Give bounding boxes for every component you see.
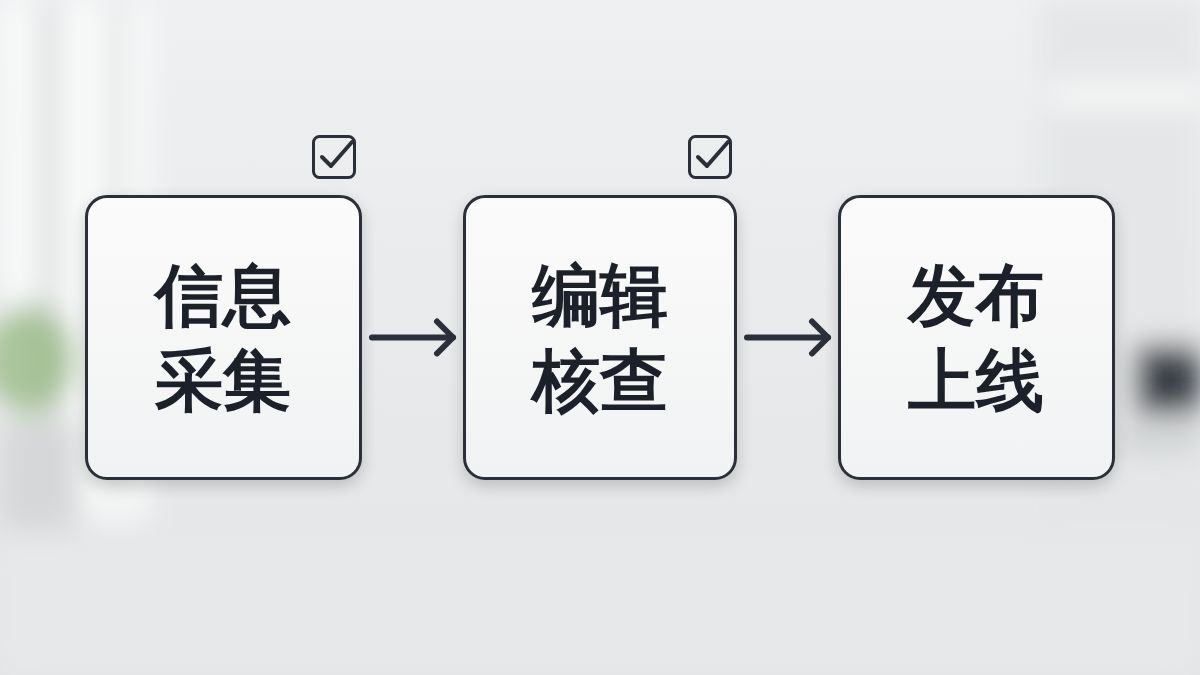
flow-arrow (747, 335, 828, 341)
monitor (1135, 345, 1200, 415)
check-mark (322, 142, 352, 166)
check-mark (698, 142, 728, 166)
flow-arrow (372, 335, 453, 341)
process-box: 发布 上线 (838, 195, 1115, 480)
step-label: 信息 采集 (145, 253, 301, 423)
checkbox-frame (690, 137, 731, 178)
step-label: 编辑 核查 (522, 253, 678, 423)
step-label: 发布 上线 (898, 253, 1054, 423)
process-box: 编辑 核查 (463, 195, 737, 480)
shelf (1050, 80, 1200, 110)
plant (0, 305, 75, 415)
checkbox-icon (690, 137, 731, 178)
checkbox-icon (314, 137, 355, 178)
desk (1120, 430, 1200, 450)
checkbox-frame (314, 137, 355, 178)
process-box: 信息 采集 (85, 195, 362, 480)
floor (0, 540, 1200, 675)
chair (0, 420, 80, 530)
